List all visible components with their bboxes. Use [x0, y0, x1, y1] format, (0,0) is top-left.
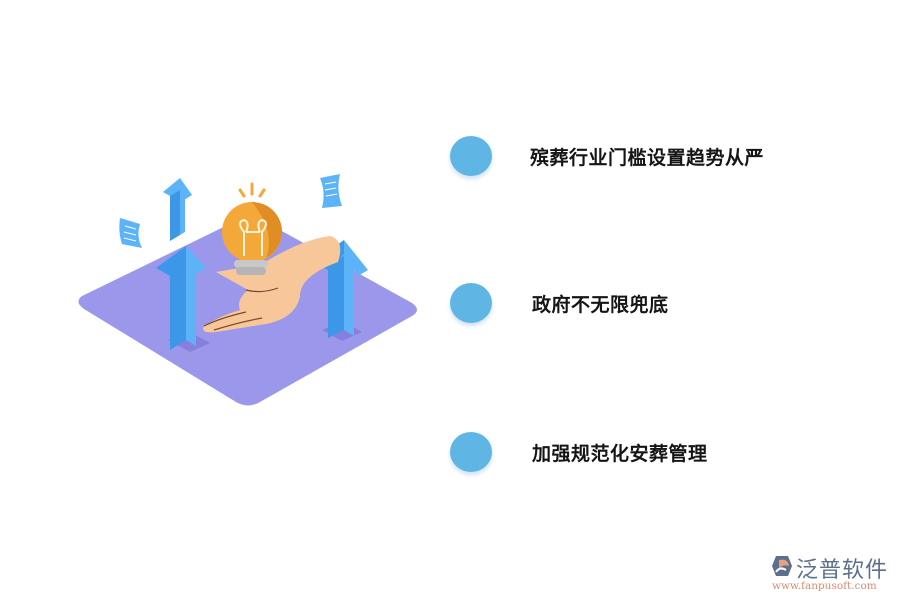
arrow-up-icon-left	[156, 246, 206, 350]
arrow-up-icon-small	[163, 178, 192, 241]
lightbulb-icon	[222, 182, 282, 275]
logo-url: www.fanpusoft.com	[772, 580, 877, 592]
circle-bullet-icon	[450, 136, 492, 176]
brand-logo: 泛普软件 www.fanpusoft.com	[766, 552, 896, 596]
list-item-label: 殡葬行业门槛设置趋势从严	[530, 146, 765, 169]
list-item-label: 政府不无限兜底	[532, 293, 669, 316]
document-icon-right	[320, 174, 342, 208]
document-icon-left	[119, 218, 142, 248]
list-item: 加强规范化安葬管理	[450, 430, 708, 474]
logo-icon	[772, 556, 792, 576]
circle-bullet-icon	[450, 283, 492, 323]
hand-icon	[203, 236, 341, 333]
list-item: 殡葬行业门槛设置趋势从严	[450, 134, 764, 178]
circle-bullet-icon	[450, 432, 492, 472]
list-item: 政府不无限兜底	[450, 281, 669, 325]
logo-name: 泛普软件	[796, 558, 889, 583]
list-item-label: 加强规范化安葬管理	[532, 442, 708, 465]
